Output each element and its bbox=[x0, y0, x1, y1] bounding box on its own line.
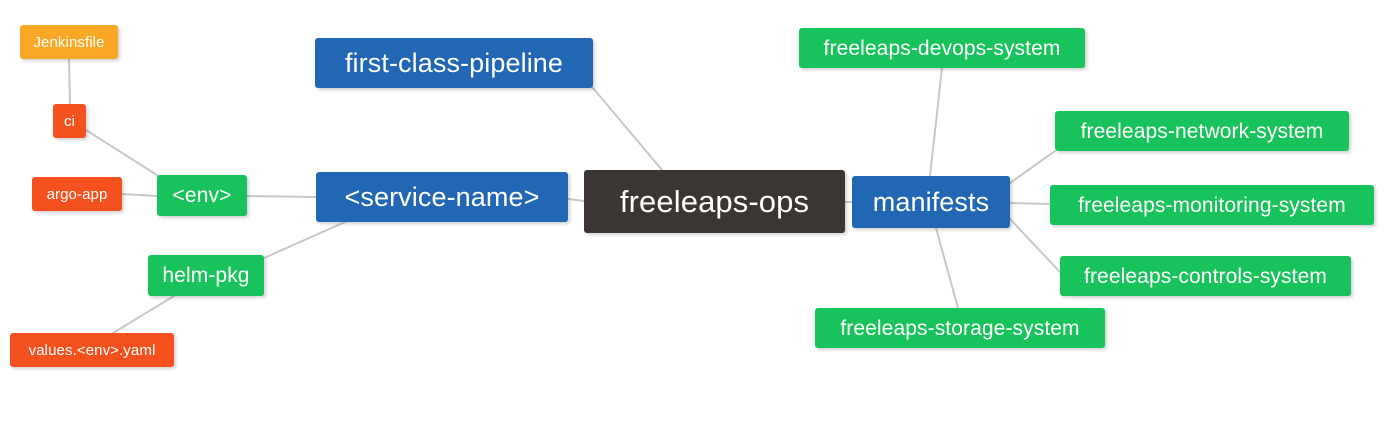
edge-helm-pkg-to-values-yaml bbox=[112, 295, 175, 334]
edge-env-to-service-name bbox=[246, 195, 317, 198]
node-manifests[interactable]: manifests bbox=[852, 176, 1010, 228]
node-storage-system[interactable]: freeleaps-storage-system bbox=[815, 308, 1105, 348]
node-monitoring-system[interactable]: freeleaps-monitoring-system bbox=[1050, 185, 1374, 225]
node-freeleaps-ops[interactable]: freeleaps-ops bbox=[584, 170, 845, 233]
node-controls-system[interactable]: freeleaps-controls-system bbox=[1060, 256, 1351, 296]
edge-jenkinsfile-to-ci bbox=[68, 58, 71, 105]
node-first-class-pipeline[interactable]: first-class-pipeline bbox=[315, 38, 593, 88]
node-values-yaml[interactable]: values.<env>.yaml bbox=[10, 333, 174, 367]
edge-manifests-to-controls-system bbox=[1009, 218, 1061, 273]
edge-manifests-to-network-system bbox=[1009, 150, 1056, 184]
edge-ci-to-env bbox=[85, 129, 161, 178]
node-devops-system[interactable]: freeleaps-devops-system bbox=[799, 28, 1085, 68]
edge-service-name-to-freeleaps-ops bbox=[567, 198, 585, 202]
node-service-name[interactable]: <service-name> bbox=[316, 172, 568, 222]
edge-service-name-to-helm-pkg bbox=[263, 221, 346, 259]
edge-manifests-to-storage-system bbox=[935, 227, 959, 309]
node-network-system[interactable]: freeleaps-network-system bbox=[1055, 111, 1349, 151]
edge-first-class-pipeline-to-freeleaps-ops bbox=[592, 87, 663, 171]
edge-manifests-to-monitoring-system bbox=[1009, 202, 1051, 205]
node-argo-app[interactable]: argo-app bbox=[32, 177, 122, 211]
node-env[interactable]: <env> bbox=[157, 175, 247, 216]
edge-argo-app-to-env bbox=[121, 193, 158, 197]
node-helm-pkg[interactable]: helm-pkg bbox=[148, 255, 264, 296]
node-jenkinsfile[interactable]: Jenkinsfile bbox=[20, 25, 118, 59]
node-ci[interactable]: ci bbox=[53, 104, 86, 138]
edge-devops-system-to-manifests bbox=[929, 67, 943, 177]
